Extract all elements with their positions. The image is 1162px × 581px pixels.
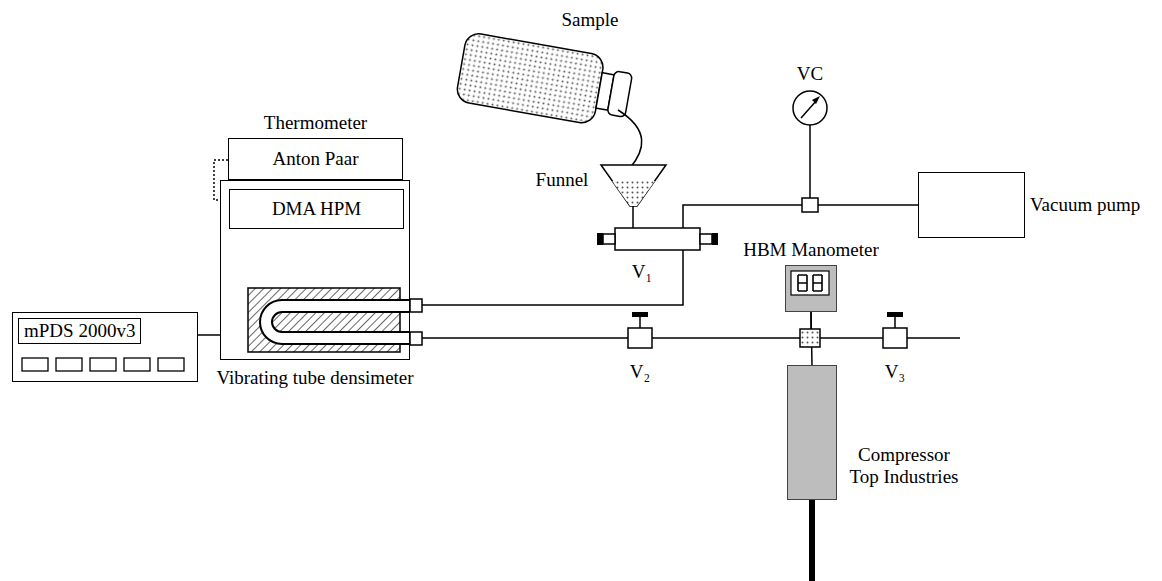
- densimeter-cell-box: DMA HPM: [229, 189, 404, 229]
- pipe-line: [410, 205, 918, 305]
- node-text: HBM Manometer: [743, 239, 879, 261]
- node-text: Compressor Top Industries: [842, 444, 966, 488]
- thermometer-box: ThermometerAnton Paar: [228, 138, 403, 180]
- digit-display: [790, 270, 830, 296]
- node-text: mPDS 2000v3: [18, 318, 141, 344]
- pipe-line: [410, 312, 811, 338]
- pipe-line: [198, 334, 220, 336]
- node-text: Thermometer: [264, 112, 367, 134]
- pipe-junction: [800, 329, 820, 347]
- pump-box: Vacuum pump: [918, 172, 1025, 238]
- node-text: Anton Paar: [272, 148, 358, 170]
- vacuum-gauge: [793, 91, 827, 212]
- valve-v1: [597, 228, 718, 250]
- funnel: [601, 165, 666, 228]
- node-text: DMA HPM: [272, 198, 361, 220]
- vibrating-tube: [248, 288, 422, 352]
- display-keys: [22, 358, 184, 371]
- evaluation-unit-box: mPDS 2000v3: [12, 312, 198, 382]
- valve-label: V₂: [630, 361, 650, 383]
- part-label: VC: [797, 63, 823, 85]
- valve-v3: [883, 312, 907, 348]
- valve-v2: [628, 312, 652, 348]
- valve-label: V₁: [632, 261, 652, 283]
- valve-label: V₃: [885, 361, 905, 383]
- densimeter-housing: Vibrating tube densimeterDMA HPM: [220, 180, 410, 360]
- sample-bottle: [455, 32, 635, 130]
- compressor-box: Compressor Top Industries: [787, 365, 837, 500]
- compressor-stem: [809, 500, 815, 581]
- sample-tube: [618, 110, 642, 168]
- manometer-box: HBM Manometer: [785, 265, 837, 312]
- part-label: Funnel: [536, 169, 589, 191]
- node-text: Vibrating tube densimeter: [216, 367, 413, 389]
- part-label: Sample: [562, 9, 619, 31]
- node-text: Vacuum pump: [1030, 194, 1140, 216]
